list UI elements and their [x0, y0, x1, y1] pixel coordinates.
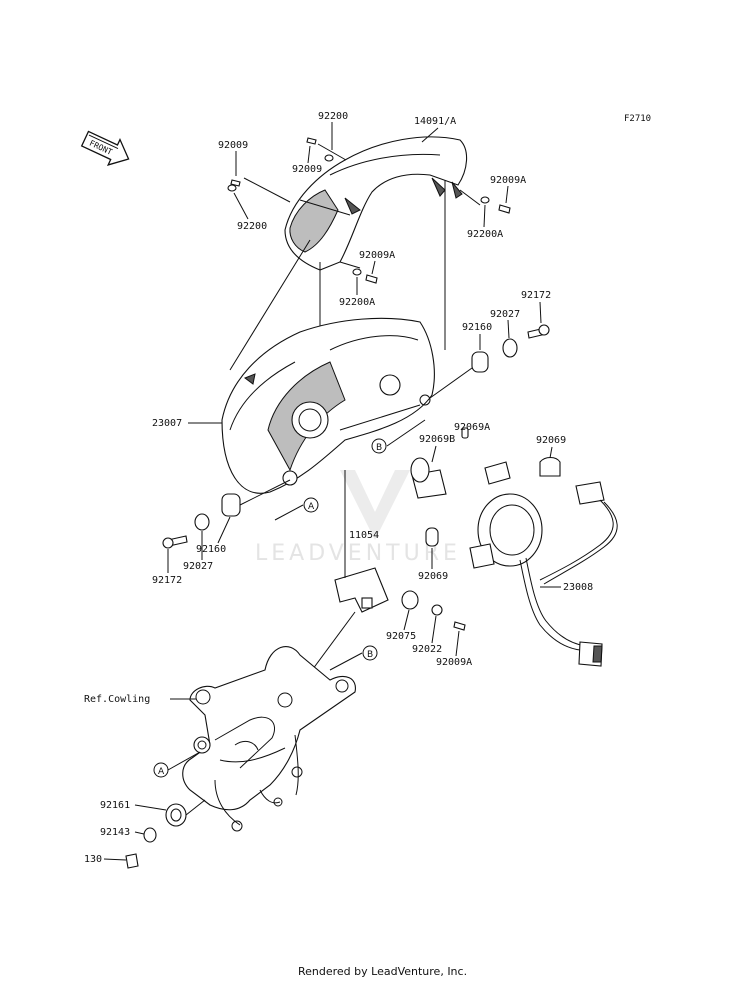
- label-92069B: 92069B: [419, 434, 455, 445]
- headlight-stay-part: [182, 646, 356, 832]
- label-92172-right: 92172: [521, 290, 551, 301]
- ref-marker-b-lower: B: [329, 645, 378, 671]
- bracket-11054-part: [334, 470, 466, 631]
- ref-marker-a-upper: A: [274, 497, 319, 521]
- ref-marker-b-upper-label: B: [376, 443, 382, 453]
- label-92069-mid: 92069: [418, 571, 448, 582]
- label-11054: 11054: [349, 530, 379, 541]
- label-23008: 23008: [563, 582, 593, 593]
- label-14091A: 14091/A: [414, 116, 456, 127]
- label-92200-top: 92200: [318, 111, 348, 122]
- label-92009-mid: 92009: [292, 164, 322, 175]
- label-92009-left: 92009: [218, 140, 248, 151]
- lower-hardware-group: [125, 799, 206, 869]
- label-92075: 92075: [386, 631, 416, 642]
- front-arrow-icon: FRONT: [80, 130, 130, 166]
- figure-code: F2710: [624, 114, 651, 124]
- label-92160-left: 92160: [196, 544, 226, 555]
- label-92200A-right: 92200A: [467, 229, 503, 240]
- label-92027-left: 92027: [183, 561, 213, 572]
- ref-marker-a-lower-label: A: [158, 767, 165, 777]
- ref-marker-a-lower: A: [153, 751, 201, 778]
- label-23007: 23007: [152, 418, 182, 429]
- label-92022: 92022: [412, 644, 442, 655]
- upper-cover-part: [284, 136, 468, 271]
- label-130: 130: [84, 854, 102, 865]
- label-92009A-bottom: 92009A: [436, 657, 472, 668]
- fasteners-left: [227, 137, 347, 203]
- bulbs-group: [410, 427, 605, 547]
- label-92200A-center: 92200A: [339, 297, 375, 308]
- socket-harness-part: [469, 493, 618, 667]
- labels: 92200 14091/A 92009 92009 92200 92009A 9…: [84, 111, 593, 865]
- ref-marker-a-upper-label: A: [308, 502, 315, 512]
- grommet-left-group: [162, 479, 291, 549]
- label-ref-cowling: Ref.Cowling: [84, 694, 150, 705]
- footer-credit: Rendered by LeadVenture, Inc.: [298, 965, 467, 978]
- headlight-assembly-part: [221, 317, 435, 494]
- label-92172-left: 92172: [152, 575, 182, 586]
- watermark-logo-icon: [340, 470, 410, 540]
- label-92069A: 92069A: [454, 422, 490, 433]
- ref-marker-b-upper: B: [371, 419, 426, 454]
- label-92161: 92161: [100, 800, 130, 811]
- label-92027-right: 92027: [490, 309, 520, 320]
- watermark: LEADVENTURE: [255, 470, 461, 566]
- fasteners-right: [339, 196, 511, 284]
- leader-lines-cover: [229, 180, 481, 371]
- label-92009A-center: 92009A: [359, 250, 395, 261]
- label-92009A-right: 92009A: [490, 175, 526, 186]
- watermark-text: LEADVENTURE: [255, 541, 461, 566]
- label-92160-right: 92160: [462, 322, 492, 333]
- label-92143: 92143: [100, 827, 130, 838]
- label-92200-left: 92200: [237, 221, 267, 232]
- ref-marker-b-lower-label: B: [367, 650, 373, 660]
- label-92069-right: 92069: [536, 435, 566, 446]
- grommet-right-group: [429, 324, 550, 399]
